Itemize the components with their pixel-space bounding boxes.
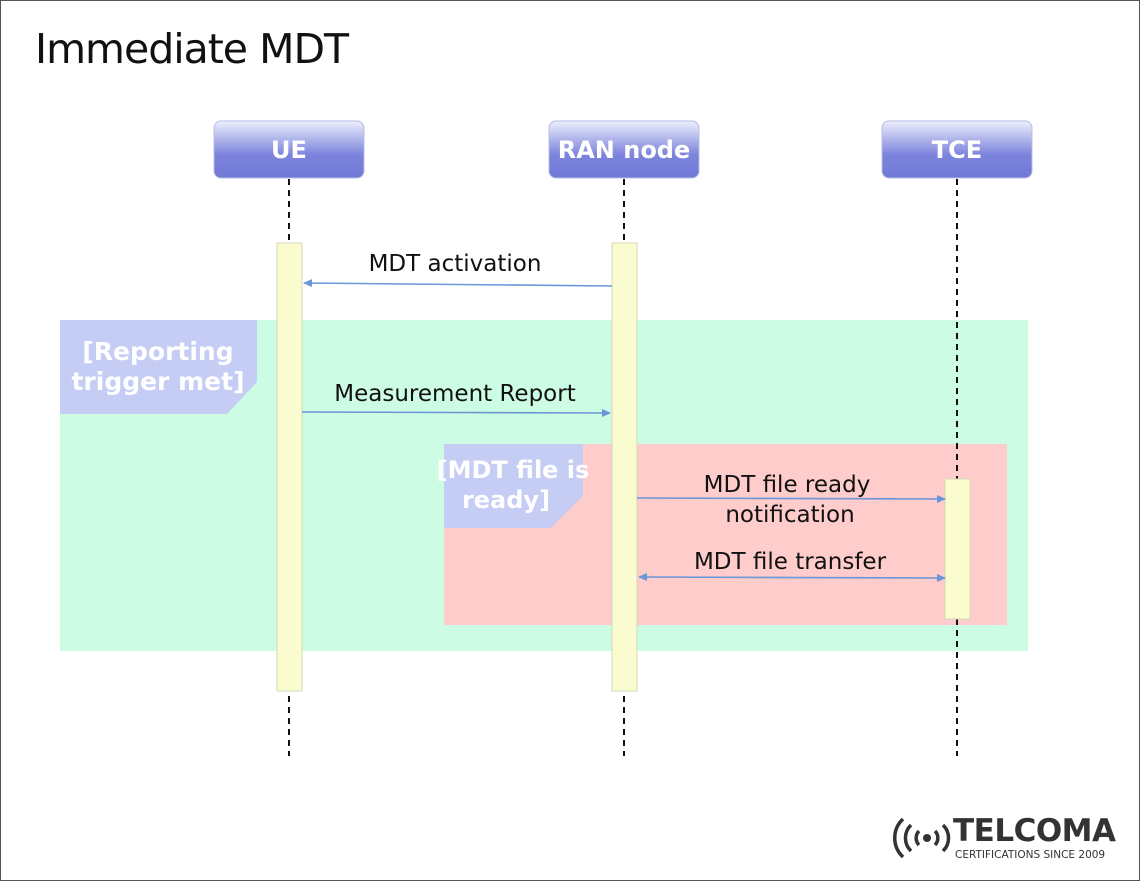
participant-tce: TCE (881, 120, 1033, 179)
participant-ran-node: RAN node (548, 120, 700, 179)
activation-tce (944, 478, 971, 620)
participant-label-ran-node: RAN node (558, 136, 691, 164)
message-label-file-transfer: MDT file transfer (694, 549, 887, 575)
guard-note-reporting (60, 320, 257, 414)
guard-text-1a: [Reporting (82, 337, 233, 366)
page-title: Immediate MDT (35, 25, 349, 73)
message-label-measurement-report: Measurement Report (334, 381, 575, 407)
guard-text-2b: ready] (462, 486, 550, 514)
guard-text-1b: trigger met] (71, 367, 244, 396)
guard-note-mdt-file (444, 444, 583, 528)
logo-tagline: CERTIFICATIONS SINCE 2009 (955, 849, 1106, 861)
participant-ue: UE (213, 120, 365, 179)
message-arrow-mdt-activation (303, 279, 613, 288)
activation-ran-node (611, 242, 638, 692)
message-label-file-ready-2: notification (725, 502, 854, 528)
message-label-file-ready-1: MDT file ready (704, 472, 871, 498)
telcoma-logo: TELCOMA CERTIFICATIONS SINCE 2009 (889, 813, 1129, 863)
message-arrow-file-transfer (638, 573, 946, 582)
message-arrow-measurement-report (301, 408, 611, 417)
message-label-mdt-activation: MDT activation (369, 251, 542, 277)
message-arrow-file-ready (636, 494, 946, 503)
participant-label-tce: TCE (932, 136, 982, 164)
participant-label-ue: UE (271, 136, 307, 164)
signal-icon (893, 817, 951, 859)
activation-ue (276, 242, 303, 692)
logo-wordmark: TELCOMA (953, 813, 1116, 849)
guard-text-2a: [MDT file is (437, 456, 590, 484)
